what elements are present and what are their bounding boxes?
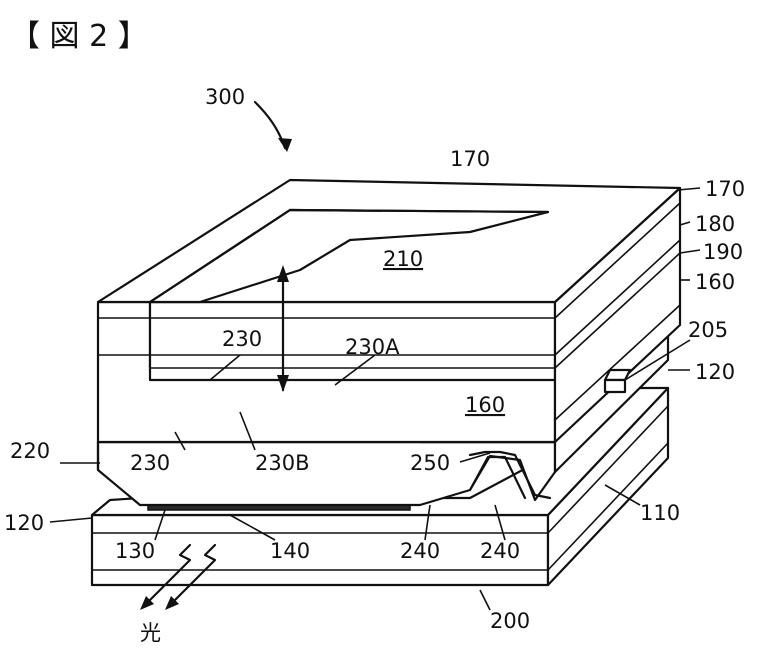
label-130: 130 <box>115 539 155 563</box>
label-200: 200 <box>490 609 530 633</box>
label-120-left: 120 <box>4 511 44 535</box>
label-220: 220 <box>10 439 50 463</box>
label-180: 180 <box>695 212 735 236</box>
label-190: 190 <box>703 240 743 264</box>
label-140: 140 <box>270 539 310 563</box>
label-230A: 230A <box>345 335 400 359</box>
label-120-right: 120 <box>695 360 735 384</box>
upper-block <box>98 180 680 442</box>
label-160-right: 160 <box>695 270 735 294</box>
label-light: 光 <box>140 621 161 645</box>
label-160-center: 160 <box>465 393 505 417</box>
label-230-top: 230 <box>222 327 262 351</box>
label-110: 110 <box>640 501 680 525</box>
label-170-right: 170 <box>705 177 745 201</box>
label-205: 205 <box>688 318 728 342</box>
figure-title: 【 図 2 】 <box>10 19 148 54</box>
label-240-left: 240 <box>400 539 440 563</box>
label-230-bottom: 230 <box>130 451 170 475</box>
label-230B: 230B <box>255 451 310 475</box>
label-240-right: 240 <box>480 539 520 563</box>
label-210: 210 <box>383 247 423 271</box>
label-300: 300 <box>205 85 245 109</box>
label-250: 250 <box>410 451 450 475</box>
label-170-top: 170 <box>450 147 490 171</box>
